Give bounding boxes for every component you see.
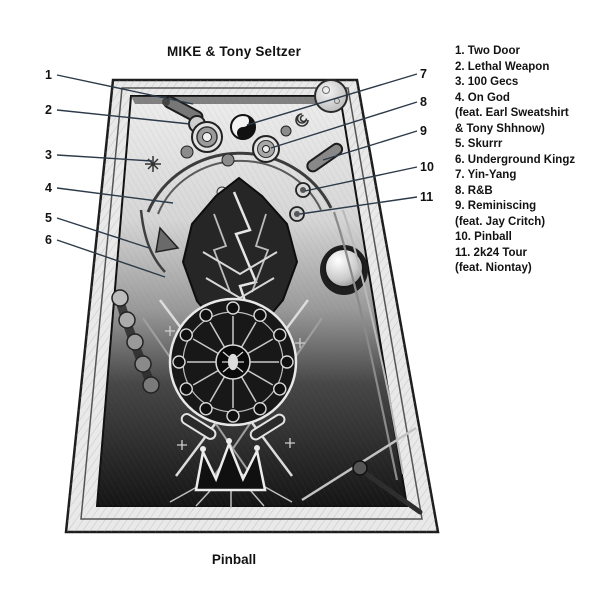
callout-number-11: 11 [420, 190, 434, 204]
callout-number-9: 9 [420, 124, 427, 138]
callout-number-7: 7 [420, 67, 427, 81]
wheel-spokes [186, 316, 280, 409]
crown-icon [169, 438, 293, 508]
callout-number-8: 8 [420, 95, 427, 109]
tracklist: 1. Two Door 2. Lethal Weapon 3. 100 Gecs… [455, 44, 575, 277]
callout-number-6: 6 [45, 233, 52, 247]
right-upper-flipper [306, 142, 344, 173]
slingshot [155, 226, 180, 253]
moon-sphere-icon [314, 79, 348, 113]
callout-number-1: 1 [45, 68, 52, 82]
pop-bumpers [180, 121, 292, 167]
sparkle-icon [145, 156, 161, 172]
shooter-lane [301, 209, 423, 515]
tracklist-line: 8. R&B [455, 184, 493, 197]
tube-arm [111, 289, 160, 394]
tracklist-line: (feat. Earl Sweatshirt [455, 107, 569, 119]
yin-yang-icon [230, 114, 256, 140]
tracklist-line: 5. Skurrr [455, 138, 503, 150]
callout-number-5: 5 [45, 211, 52, 225]
callout-lines [56, 73, 418, 278]
plunger-knob [352, 460, 368, 476]
tracklist-line: 7. Yin-Yang [455, 169, 517, 181]
tracklist-line: 4. On God [455, 91, 510, 104]
tracklist-line: 10. Pinball [455, 231, 512, 243]
tracklist-line: (feat. Jay Critch) [455, 215, 546, 228]
tracklist-line: 3. 100 Gecs [455, 76, 519, 88]
artist-title: MIKE & Tony Seltzer [166, 44, 302, 59]
tracklist-line: 1. Two Door [455, 45, 520, 57]
tracklist-line: 6. Underground Kingz [455, 153, 576, 166]
tracklist-line: (feat. Niontay) [455, 262, 532, 274]
spiral-icon [295, 113, 309, 127]
tracklist-line: 2. Lethal Weapon [455, 60, 550, 73]
callout-number-4: 4 [45, 181, 52, 195]
wheel-rim-circles [172, 301, 294, 423]
album-name: Pinball [211, 552, 257, 567]
spoked-wheel [168, 297, 298, 427]
tracklist-line: & Tony Shhnow) [455, 122, 545, 135]
bug-icon [222, 351, 244, 373]
callout-number-10: 10 [420, 160, 434, 174]
callout-number-2: 2 [45, 103, 52, 117]
flippers [180, 413, 286, 441]
tracklist-line: 9. Reminiscing [455, 200, 537, 212]
callout-number-3: 3 [45, 148, 52, 162]
tracklist-line: 11. 2k24 Tour [455, 246, 528, 259]
